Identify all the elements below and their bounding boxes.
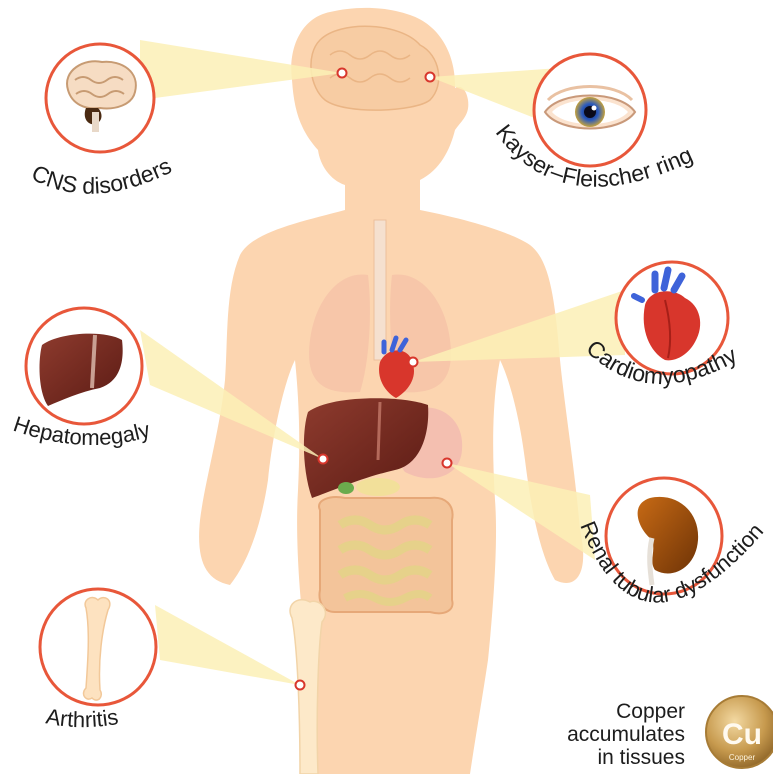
marker-kidney — [443, 459, 452, 468]
intestines — [319, 497, 453, 613]
trachea — [374, 220, 386, 360]
marker-liver — [319, 455, 328, 464]
copper-note: Copper accumulates in tissues — [535, 700, 685, 769]
copper-note-line-2: accumulates — [535, 723, 685, 746]
condition-circle-liver — [26, 308, 142, 424]
copper-name: Copper — [729, 753, 756, 762]
label-bone: Arthritis — [44, 703, 120, 732]
copper-element-badge: Cu Copper — [706, 696, 773, 768]
marker-eye — [426, 73, 435, 82]
copper-note-line-3: in tissues — [535, 746, 685, 769]
copper-symbol: Cu — [722, 718, 762, 751]
label-cns: CNS disorders — [28, 152, 175, 198]
marker-heart — [409, 358, 418, 367]
condition-circle-bone — [40, 589, 156, 705]
condition-circle-cns — [46, 44, 154, 152]
marker-brain — [338, 69, 347, 78]
condition-circle-eye — [534, 54, 646, 166]
copper-note-line-1: Copper — [535, 700, 685, 723]
marker-bone — [296, 681, 305, 690]
